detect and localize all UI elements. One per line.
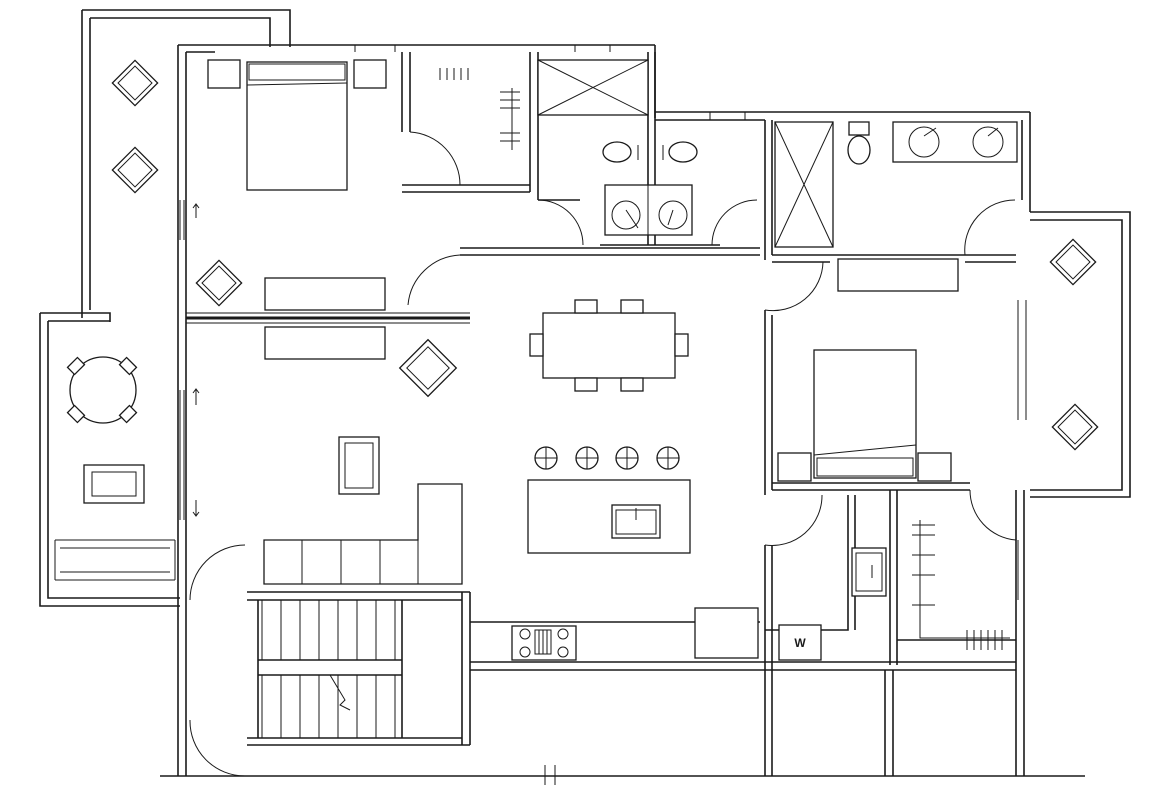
closet-rails <box>439 68 520 150</box>
washer-label: W <box>794 636 806 650</box>
balcony-round-table <box>66 356 138 424</box>
cooktop <box>511 625 577 661</box>
kitchen-island <box>527 479 691 554</box>
armchairs <box>111 59 1099 451</box>
bar-stools <box>534 446 680 470</box>
door-swings <box>189 131 1017 777</box>
fridge <box>694 607 759 659</box>
balcony-side-table <box>83 464 145 504</box>
bed-guest <box>777 349 952 482</box>
dining-set <box>529 299 689 392</box>
closet-rails-right <box>912 520 1010 650</box>
washing-machine: W <box>778 624 822 661</box>
wardrobe-bedroom-1 <box>264 277 386 360</box>
staircase <box>257 600 403 738</box>
bathroom-1-fixtures <box>537 59 698 236</box>
coffee-table <box>338 436 380 495</box>
sofa <box>263 483 463 585</box>
bathroom-2-fixtures <box>774 121 1018 248</box>
bed-master <box>207 59 387 191</box>
laundry-sink <box>851 547 887 597</box>
wardrobe-guest <box>837 258 959 292</box>
window-arrows <box>192 203 200 517</box>
